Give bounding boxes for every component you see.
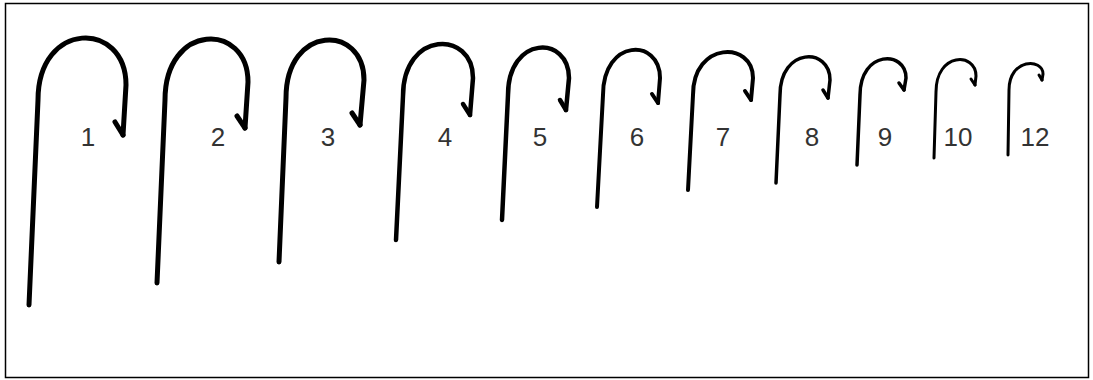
size-number: 1 xyxy=(81,124,95,150)
size-number: 5 xyxy=(533,124,547,150)
hook-3 xyxy=(279,40,364,262)
size-number: 3 xyxy=(321,124,335,150)
size-number: 6 xyxy=(630,124,644,150)
size-number: 10 xyxy=(944,124,973,150)
hook-2 xyxy=(157,39,248,283)
size-number: 7 xyxy=(716,124,730,150)
size-number: 4 xyxy=(438,124,452,150)
hook-7 xyxy=(688,52,753,190)
size-number: 8 xyxy=(805,124,819,150)
hook-8 xyxy=(776,57,830,183)
hook-6 xyxy=(597,50,660,207)
frame-border xyxy=(6,4,1089,378)
hook-9 xyxy=(857,59,906,165)
size-number: 2 xyxy=(211,124,225,150)
hook-10 xyxy=(934,60,976,158)
hook-4 xyxy=(396,44,473,240)
hook-5 xyxy=(502,48,569,220)
size-number: 9 xyxy=(878,124,892,150)
size-number: 12 xyxy=(1021,124,1050,150)
hook-1 xyxy=(29,38,126,305)
